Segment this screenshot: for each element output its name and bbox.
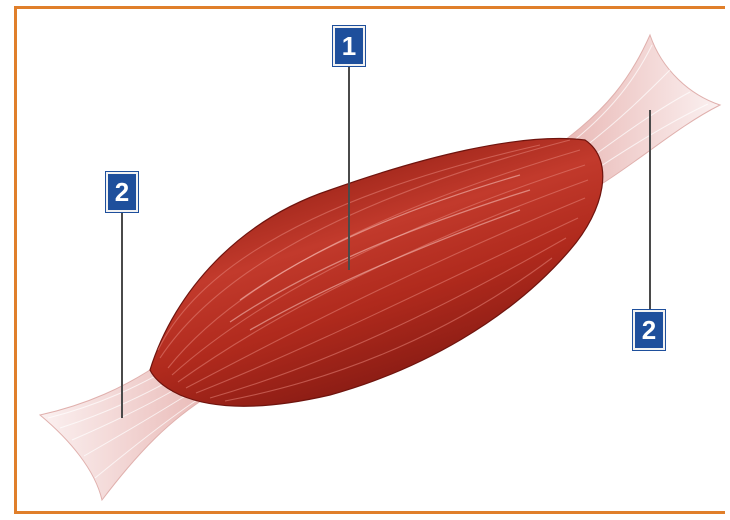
label-1-badge: 1: [333, 26, 365, 66]
label-2-badge-left: 2: [106, 172, 138, 212]
muscle-belly: [150, 139, 603, 407]
leader-line-tendon-left: [121, 208, 123, 418]
leader-line-tendon-right: [649, 110, 651, 312]
label-2-badge-right: 2: [633, 310, 665, 350]
leader-line-belly: [348, 64, 350, 270]
